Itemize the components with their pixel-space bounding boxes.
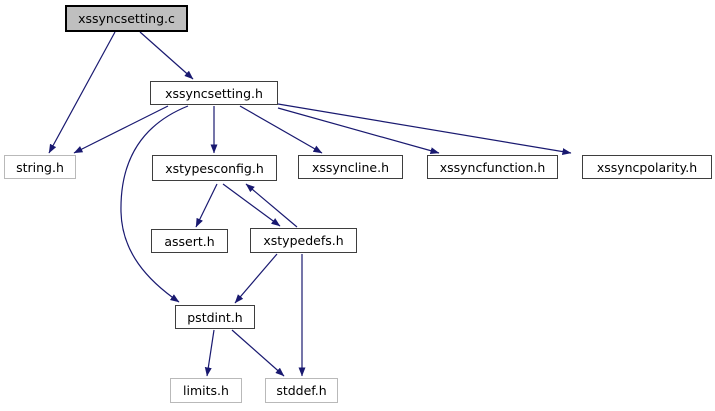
node-stddef-h: stddef.h [265,378,338,403]
edge-xssyncsetting-h-to-pstdint-h [120,105,189,303]
node-xssyncfunction-h[interactable]: xssyncfunction.h [427,155,558,179]
edge-xssyncsetting-h-to-xssyncpolarity-h [277,103,572,156]
node-xssyncsetting-h[interactable]: xssyncsetting.h [150,81,278,105]
edge-xssyncsetting-c-to-string-h [48,31,116,154]
node-xssyncpolarity-h[interactable]: xssyncpolarity.h [582,155,712,179]
edge-xssyncsetting-c-to-xssyncsetting-h [139,31,194,80]
node-xssyncline-h[interactable]: xssyncline.h [298,155,403,179]
edge-xssyncsetting-h-to-xssyncline-h [239,105,323,154]
node-string-h: string.h [4,155,76,179]
edge-pstdint-h-to-stddef-h [231,329,285,377]
node-assert-h[interactable]: assert.h [151,229,228,253]
edge-xssyncsetting-h-to-string-h [73,105,169,154]
edge-xstypedefs-h-to-xstypesconfig-h [245,183,298,228]
edge-xssyncsetting-h-to-xssyncfunction-h [277,107,440,155]
node-xssyncsetting-c: xssyncsetting.c [65,5,188,32]
node-xstypedefs-h[interactable]: xstypedefs.h [250,228,357,253]
edge-pstdint-h-to-limits-h [204,329,215,377]
node-limits-h: limits.h [170,378,242,403]
node-xstypesconfig-h[interactable]: xstypesconfig.h [152,155,277,181]
edge-xstypesconfig-h-to-assert-h [195,183,218,228]
edge-xstypedefs-h-to-pstdint-h [234,253,278,304]
edge-xstypesconfig-h-to-xstypedefs-h [222,183,281,227]
node-pstdint-h[interactable]: pstdint.h [175,305,255,329]
